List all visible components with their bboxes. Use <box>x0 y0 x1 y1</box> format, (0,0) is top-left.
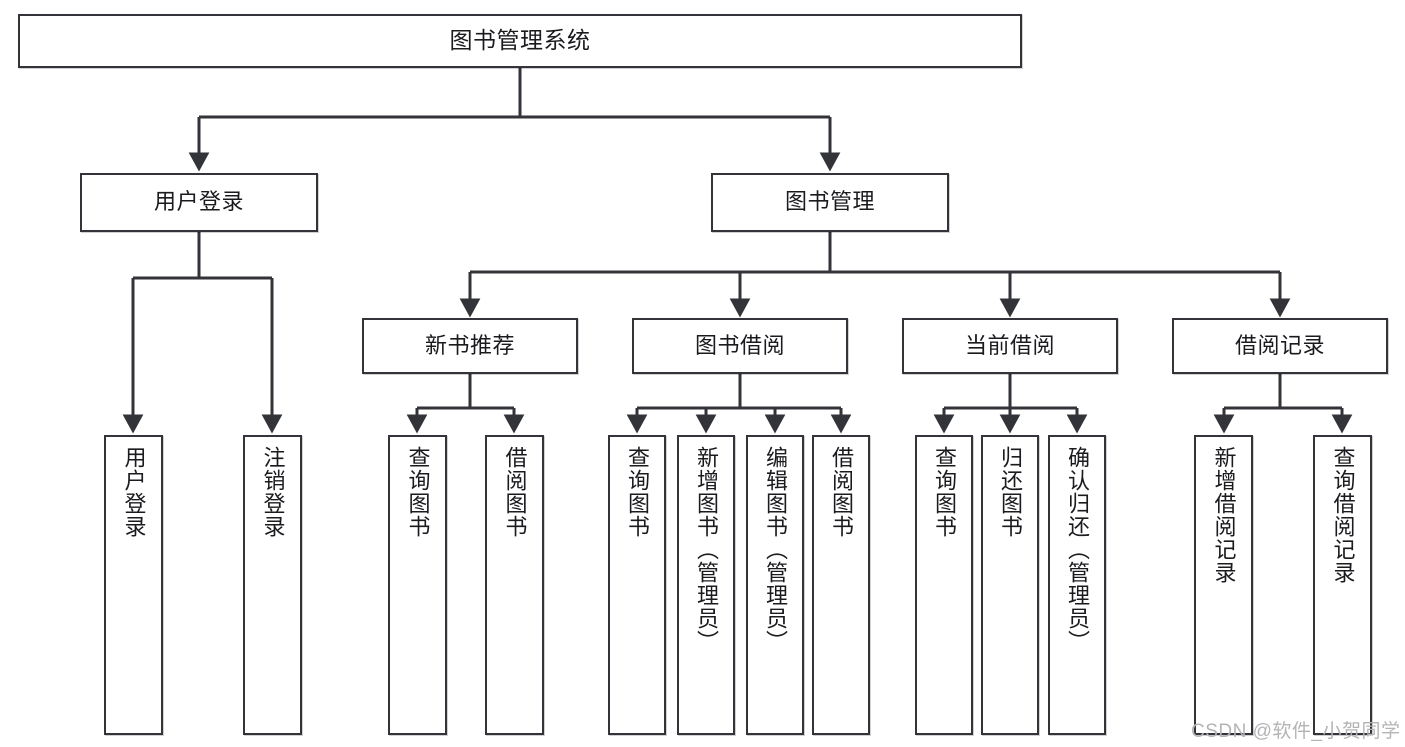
node-label: 借阅图书 <box>502 446 528 538</box>
node-label: 图书管理 <box>784 189 875 215</box>
node-label: 编辑图书（管理员） <box>762 446 788 653</box>
leaf-user-login[interactable]: 用户登录 <box>104 435 163 735</box>
node-label: 查询图书 <box>405 446 431 538</box>
node-new-book-recommend[interactable]: 新书推荐 <box>362 318 578 374</box>
leaf-newbook-query-book[interactable]: 查询图书 <box>388 435 447 735</box>
leaf-currentborrow-confirm-return-admin[interactable]: 确认归还（管理员） <box>1048 435 1106 735</box>
node-label: 新书推荐 <box>424 332 515 358</box>
node-label: 新增借阅记录 <box>1211 446 1237 584</box>
node-label: 归还图书 <box>997 446 1023 538</box>
node-borrow-record[interactable]: 借阅记录 <box>1172 318 1388 374</box>
leaf-bookborrow-add-book-admin[interactable]: 新增图书（管理员） <box>677 435 735 735</box>
node-label: 查询图书 <box>931 446 957 538</box>
leaf-newbook-borrow-book[interactable]: 借阅图书 <box>485 435 544 735</box>
node-label: 用户登录 <box>153 189 244 215</box>
node-current-borrow[interactable]: 当前借阅 <box>902 318 1118 374</box>
node-label: 查询借阅记录 <box>1330 446 1356 584</box>
node-label: 注销登录 <box>260 446 286 538</box>
node-root-system[interactable]: 图书管理系统 <box>18 14 1022 68</box>
leaf-borrowrecord-add-record[interactable]: 新增借阅记录 <box>1194 435 1253 735</box>
node-label: 查询图书 <box>624 446 650 538</box>
leaf-borrowrecord-query-record[interactable]: 查询借阅记录 <box>1313 435 1372 735</box>
leaf-bookborrow-edit-book-admin[interactable]: 编辑图书（管理员） <box>746 435 804 735</box>
node-label: 借阅图书 <box>828 446 854 538</box>
node-label: 图书管理系统 <box>449 27 591 54</box>
leaf-bookborrow-query-book[interactable]: 查询图书 <box>608 435 666 735</box>
leaf-currentborrow-return-book[interactable]: 归还图书 <box>981 435 1039 735</box>
node-book-management[interactable]: 图书管理 <box>711 173 949 232</box>
node-label: 用户登录 <box>121 446 147 538</box>
leaf-logout[interactable]: 注销登录 <box>243 435 302 735</box>
node-label: 新增图书（管理员） <box>693 446 719 653</box>
node-label: 借阅记录 <box>1234 332 1325 358</box>
node-label: 当前借阅 <box>964 332 1055 358</box>
leaf-currentborrow-query-book[interactable]: 查询图书 <box>915 435 973 735</box>
node-label: 确认归还（管理员） <box>1064 446 1090 653</box>
node-book-borrow[interactable]: 图书借阅 <box>632 318 848 374</box>
node-user-login[interactable]: 用户登录 <box>80 173 318 232</box>
node-label: 图书借阅 <box>694 332 785 358</box>
leaf-bookborrow-borrow-book[interactable]: 借阅图书 <box>812 435 870 735</box>
